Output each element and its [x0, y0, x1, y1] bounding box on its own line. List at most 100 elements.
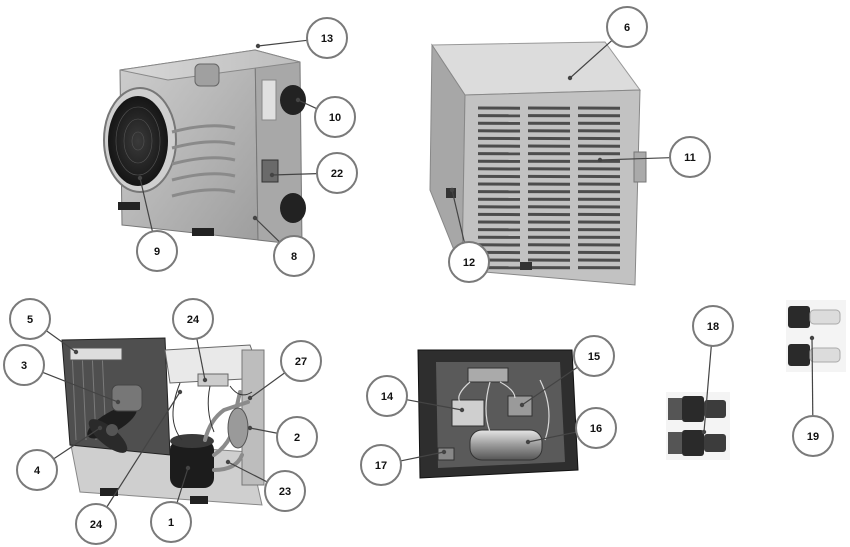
callout-27: 27	[280, 340, 322, 382]
fan-motor	[111, 384, 143, 412]
callout-number: 5	[27, 314, 33, 326]
rating-label	[261, 79, 277, 121]
callout-24a: 24	[172, 298, 214, 340]
callout-number: 13	[321, 33, 333, 45]
leader-line-17	[400, 451, 445, 462]
fan-grille-rings	[115, 106, 161, 176]
callout-11: 11	[669, 136, 711, 178]
rear-foot	[446, 188, 456, 198]
contactor	[451, 399, 485, 427]
callout-1: 1	[150, 501, 192, 543]
leader-dot-9	[137, 175, 143, 181]
leader-dot-14	[459, 407, 465, 413]
callout-circle	[150, 501, 192, 543]
callout-number: 15	[588, 351, 600, 363]
leader-line-8	[254, 217, 281, 243]
callout-number: 17	[375, 460, 387, 472]
callout-circle	[573, 335, 615, 377]
leader-line-13	[257, 39, 308, 47]
callout-4: 4	[16, 449, 58, 491]
leader-line-18	[703, 345, 712, 433]
leader-line-16	[527, 431, 577, 443]
callout-23: 23	[264, 470, 306, 512]
callout-circle	[276, 416, 318, 458]
callout-14: 14	[366, 375, 408, 417]
callout-10: 10	[314, 96, 356, 138]
callout-number: 24	[187, 314, 200, 326]
callout-circle	[575, 407, 617, 449]
leader-line-22	[271, 173, 318, 176]
compressor	[170, 440, 214, 488]
leader-line-9	[139, 177, 154, 232]
callout-number: 10	[329, 112, 341, 124]
callout-number: 24	[90, 519, 103, 531]
foot-right	[192, 228, 214, 236]
water-outlet-connector	[280, 193, 306, 223]
callout-circle	[669, 136, 711, 178]
callout-circle	[16, 449, 58, 491]
callout-circle	[9, 298, 51, 340]
leader-dot-12	[449, 187, 455, 193]
leader-lines	[42, 39, 815, 508]
leader-line-14	[406, 399, 463, 411]
callout-circle	[606, 6, 648, 48]
leader-dot-1	[185, 465, 191, 471]
callout-circle	[792, 415, 834, 457]
callout-24b: 24	[75, 503, 117, 545]
leader-line-24a	[196, 338, 206, 381]
union-top	[668, 396, 726, 422]
callout-number: 12	[463, 257, 475, 269]
leader-dot-10	[295, 97, 301, 103]
rear-unit-lid	[431, 41, 641, 96]
callout-circle	[280, 340, 322, 382]
side-bracket	[633, 151, 647, 183]
leader-dot-3	[115, 399, 121, 405]
leader-dot-18	[701, 429, 707, 435]
leader-dot-6	[567, 75, 573, 81]
callout-number: 2	[294, 432, 300, 444]
callout-number: 4	[34, 465, 41, 477]
callout-19: 19	[792, 415, 834, 457]
callout-number: 9	[154, 246, 160, 258]
callout-circle	[273, 235, 315, 277]
leader-line-12	[451, 189, 465, 243]
callout-2: 2	[276, 416, 318, 458]
callout-number: 23	[279, 486, 291, 498]
terminal-block	[197, 373, 229, 387]
callout-circle	[448, 241, 490, 283]
leader-dot-5	[73, 349, 79, 355]
leader-line-15	[521, 366, 578, 406]
callout-15: 15	[573, 335, 615, 377]
leader-dot-11	[597, 157, 603, 163]
leader-dot-13	[255, 43, 261, 49]
leader-line-4	[53, 427, 101, 460]
internals-foot-right	[190, 496, 208, 504]
callout-number: 27	[295, 356, 307, 368]
terminal-strip	[467, 367, 509, 383]
leader-dot-24b	[177, 389, 183, 395]
callout-number: 14	[381, 391, 394, 403]
connector-bottom	[788, 344, 841, 366]
leader-line-2	[249, 427, 278, 434]
leader-dot-2	[247, 425, 253, 431]
leader-dot-17	[441, 449, 447, 455]
callout-8: 8	[273, 235, 315, 277]
callout-6: 6	[606, 6, 648, 48]
callout-circle	[360, 444, 402, 486]
callout-number: 6	[624, 22, 630, 34]
leader-line-19	[811, 337, 814, 417]
rear-foot-2	[520, 262, 532, 270]
leader-line-11	[599, 157, 671, 161]
callout-22: 22	[316, 152, 358, 194]
callout-12: 12	[448, 241, 490, 283]
heat-pump-front-view	[103, 49, 306, 246]
callout-number: 22	[331, 168, 343, 180]
callout-number: 19	[807, 431, 819, 443]
leader-line-27	[249, 372, 286, 399]
callout-circle	[75, 503, 117, 545]
leader-dot-22	[269, 172, 275, 178]
fuse-holder	[437, 447, 455, 461]
leader-line-10	[297, 99, 318, 110]
